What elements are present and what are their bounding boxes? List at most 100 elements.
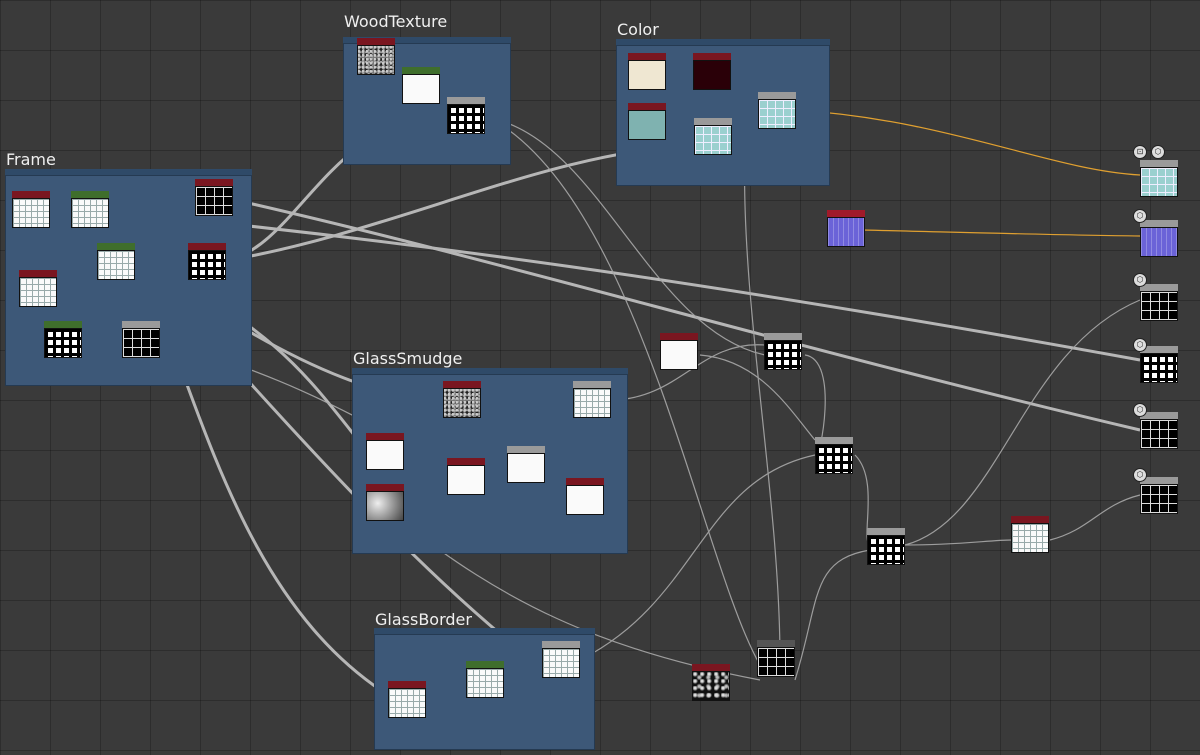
node-header[interactable] [447,458,485,465]
node-tile-generator[interactable] [12,191,50,230]
node-thumbnail [188,250,226,280]
node-header[interactable] [694,118,732,125]
output-metallic[interactable] [1140,346,1178,385]
node-uniform-maroon[interactable] [693,53,731,92]
node-distance[interactable] [447,458,485,497]
frame-title-color: Color [617,20,659,39]
node-blend-loose-1[interactable] [764,333,802,372]
node-header[interactable] [660,333,698,340]
node-header[interactable] [402,67,440,74]
node-blend-frame[interactable] [97,243,135,282]
node-smudge-noise[interactable] [443,381,481,420]
node-thumbnail [357,45,395,75]
node-header[interactable] [692,664,730,671]
node-histogram-range[interactable] [1011,516,1049,555]
node-header[interactable] [195,179,233,186]
node-noise[interactable] [357,38,395,77]
node-curve[interactable] [402,67,440,106]
node-header[interactable] [827,210,865,217]
output-opacity[interactable] [1140,477,1178,516]
node-normal-purple[interactable] [827,210,865,249]
cube-icon: ⬡ [1133,338,1147,352]
node-clouds[interactable] [366,484,404,523]
node-blend-color-1[interactable] [694,118,732,157]
node-border-curve[interactable] [466,661,504,700]
output-basecolor[interactable] [1140,160,1178,199]
frame-title-frame: Frame [6,150,56,169]
node-levels[interactable] [44,321,82,360]
node-header[interactable] [1140,412,1178,419]
node-blend-dark[interactable] [122,321,160,360]
node-header[interactable] [764,333,802,340]
node-header[interactable] [573,381,611,388]
node-header[interactable] [122,321,160,328]
node-thumbnail [1140,484,1178,514]
node-header[interactable] [357,38,395,45]
node-thumbnail [366,491,404,521]
node-header[interactable] [1140,284,1178,291]
node-thumbnail [815,444,853,474]
node-header[interactable] [693,53,731,60]
node-header[interactable] [466,661,504,668]
node-histogram[interactable] [566,478,604,517]
node-header[interactable] [12,191,50,198]
node-blend-grunge[interactable] [757,640,795,679]
node-header[interactable] [97,243,135,250]
node-thumbnail [1140,419,1178,449]
cube-icon: ⬡ [1133,468,1147,482]
node-smudge-blend-mid[interactable] [507,446,545,485]
node-thumbnail [573,388,611,418]
node-header[interactable] [1140,346,1178,353]
frame-title-glassborder: GlassBorder [375,610,472,629]
node-bevel-top[interactable] [195,179,233,218]
output-height[interactable] [1140,412,1178,451]
node-uniform-cream[interactable] [628,53,666,92]
node-header[interactable] [188,243,226,250]
node-smudge-blend-top[interactable] [573,381,611,420]
node-grunge[interactable] [692,664,730,703]
node-fill[interactable] [366,433,404,472]
node-header[interactable] [366,484,404,491]
node-border-shape[interactable] [388,681,426,720]
node-header[interactable] [628,53,666,60]
node-header[interactable] [71,191,109,198]
node-header[interactable] [815,437,853,444]
node-header[interactable] [44,321,82,328]
node-header[interactable] [542,641,580,648]
node-thumbnail [757,647,795,677]
node-header[interactable] [1140,160,1178,167]
node-header[interactable] [1140,220,1178,227]
node-header[interactable] [1140,477,1178,484]
node-header[interactable] [758,92,796,99]
cube-icon: ⬡ [1133,209,1147,223]
node-header[interactable] [447,97,485,104]
node-header[interactable] [867,528,905,535]
cube-icon: ⬡ [1151,145,1165,159]
node-header[interactable] [366,433,404,440]
node-header[interactable] [507,446,545,453]
node-curve-frame[interactable] [71,191,109,230]
node-header[interactable] [19,270,57,277]
node-thumbnail [1140,167,1178,197]
node-header[interactable] [1011,516,1049,523]
node-blend-loose-2[interactable] [815,437,853,476]
node-blend-loose-3[interactable] [867,528,905,567]
node-header[interactable] [566,478,604,485]
node-border-blend[interactable] [542,641,580,680]
node-blend[interactable] [447,97,485,136]
node-thumbnail [44,328,82,358]
output-normal[interactable] [1140,220,1178,259]
node-blur[interactable] [19,270,57,309]
node-uniform-white[interactable] [660,333,698,372]
node-header[interactable] [628,103,666,110]
node-bevel-mid[interactable] [188,243,226,282]
node-blend-color-2[interactable] [758,92,796,131]
node-thumbnail [366,440,404,470]
node-thumbnail [1140,227,1178,257]
node-thumbnail [443,388,481,418]
node-header[interactable] [388,681,426,688]
node-header[interactable] [443,381,481,388]
node-uniform-teal[interactable] [628,103,666,142]
node-header[interactable] [757,640,795,647]
output-roughness[interactable] [1140,284,1178,323]
